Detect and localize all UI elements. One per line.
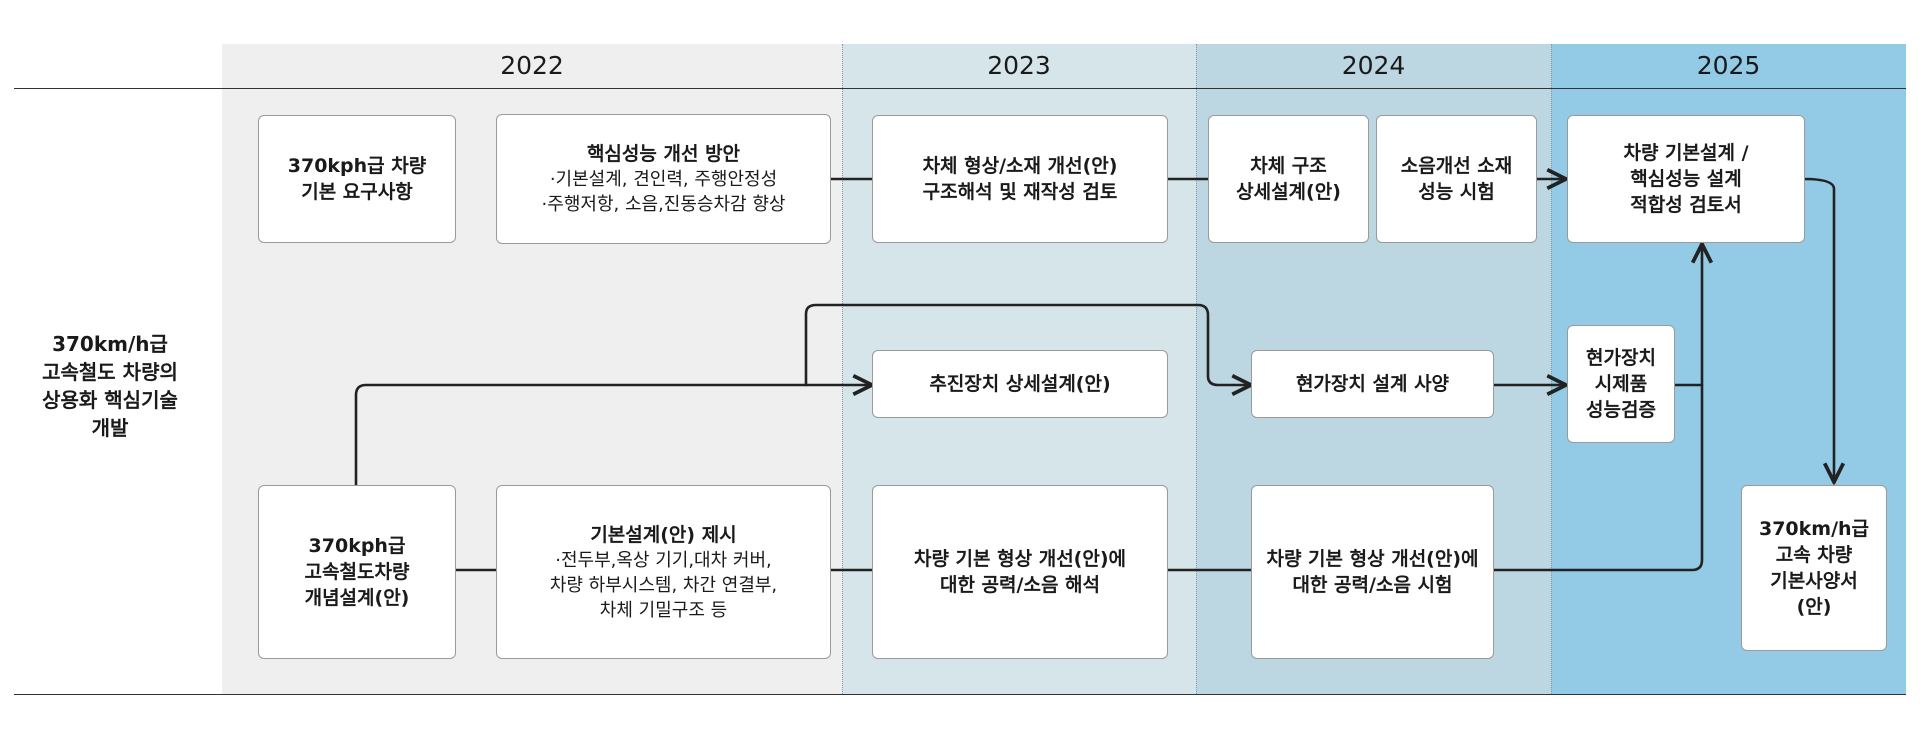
header-divider-line xyxy=(14,88,1906,89)
box-line: 차량 기본 형상 개선(안)에 xyxy=(913,548,1126,570)
noise-material-box: 소음개선 소재 성능 시험 xyxy=(1376,115,1537,243)
box-line: 현가장치 xyxy=(1586,347,1656,369)
column-divider xyxy=(842,44,843,694)
year-header-2025: 2025 xyxy=(1696,51,1761,80)
box-line: 핵심성능 설계 xyxy=(1630,168,1742,190)
box-line: (안) xyxy=(1796,596,1832,618)
box-line: 차량 기본설계 / xyxy=(1623,142,1749,164)
box-line: 현가장치 설계 사양 xyxy=(1295,373,1450,395)
requirements-box: 370kph급 차량 기본 요구사항 xyxy=(258,115,456,243)
suspension-verification-box: 현가장치 시제품 성능검증 xyxy=(1567,325,1675,443)
box-line: 대한 공력/소음 시험 xyxy=(1292,574,1453,596)
basic-design-proposal-box: 기본설계(안) 제시 ·전두부,옥상 기기,대차 커버, 차량 하부시스템, 차… xyxy=(496,485,831,659)
box-item: ·전두부,옥상 기기,대차 커버, xyxy=(555,549,772,571)
box-line: 370kph급 xyxy=(308,535,406,557)
propulsion-design-box: 추진장치 상세설계(안) xyxy=(872,350,1168,418)
box-line: 개념설계(안) xyxy=(304,587,410,609)
connector-line xyxy=(1802,177,1834,482)
box-line: 성능 시험 xyxy=(1418,181,1495,203)
row-label-line: 고속철도 차량의 xyxy=(42,360,178,384)
box-line: 고속철도차량 xyxy=(304,561,410,583)
box-line: 기본 요구사항 xyxy=(301,181,413,203)
suspension-spec-box: 현가장치 설계 사양 xyxy=(1251,350,1494,418)
bottom-divider-line xyxy=(14,694,1906,695)
final-spec-box: 370km/h급 고속 차량 기본사양서 (안) xyxy=(1741,485,1887,651)
box-line: 적합성 검토서 xyxy=(1630,194,1742,216)
basic-design-review-box: 차량 기본설계 / 핵심성능 설계 적합성 검토서 xyxy=(1567,115,1805,243)
box-line: 대한 공력/소음 해석 xyxy=(939,574,1100,596)
box-item: ·기본설계, 견인력, 주행안정성 xyxy=(549,169,778,190)
box-item: 차량 하부시스템, 차간 연결부, xyxy=(549,574,778,596)
box-item: ·주행저항, 소음,진동승차감 향상 xyxy=(541,194,786,215)
box-title: 핵심성능 개선 방안 xyxy=(586,143,741,165)
aero-noise-test-box: 차량 기본 형상 개선(안)에 대한 공력/소음 시험 xyxy=(1251,485,1494,659)
box-line: 차체 구조 xyxy=(1250,155,1327,177)
box-line: 고속 차량 xyxy=(1775,544,1853,566)
row-label-line: 개발 xyxy=(91,416,129,440)
body-structure-box: 차체 구조 상세설계(안) xyxy=(1208,115,1369,243)
box-line: 추진장치 상세설계(안) xyxy=(929,373,1111,395)
year-header-2024: 2024 xyxy=(1341,51,1406,80)
box-line: 차량 기본 형상 개선(안)에 xyxy=(1266,548,1479,570)
row-label-line: 370km/h급 xyxy=(52,332,168,356)
box-line: 성능검증 xyxy=(1586,399,1656,421)
connector-line xyxy=(354,385,872,487)
box-line: 370kph급 차량 xyxy=(287,155,427,177)
year-header-2023: 2023 xyxy=(987,51,1051,80)
row-label-line: 상용화 핵심기술 xyxy=(42,388,178,412)
core-performance-box: 핵심성능 개선 방안 ·기본설계, 견인력, 주행안정성 ·주행저항, 소음,진… xyxy=(496,114,831,244)
row-label: 370km/h급 고속철도 차량의 상용화 핵심기술 개발 xyxy=(20,330,200,442)
box-line: 구조해석 및 재작성 검토 xyxy=(922,181,1118,203)
box-line: 차체 형상/소재 개선(안) xyxy=(922,155,1118,177)
year-header-2022: 2022 xyxy=(500,51,564,80)
box-line: 기본사양서 xyxy=(1770,570,1858,592)
connector-line xyxy=(1492,244,1702,572)
box-line: 시제품 xyxy=(1594,373,1648,395)
aero-noise-analysis-box: 차량 기본 형상 개선(안)에 대한 공력/소음 해석 xyxy=(872,485,1168,659)
box-line: 소음개선 소재 xyxy=(1400,155,1513,177)
box-title: 기본설계(안) 제시 xyxy=(590,523,737,546)
box-item: 차체 기밀구조 등 xyxy=(599,599,728,621)
concept-design-box: 370kph급 고속철도차량 개념설계(안) xyxy=(258,485,456,659)
box-line: 370km/h급 xyxy=(1758,518,1870,540)
connector-line xyxy=(804,303,1251,385)
column-divider xyxy=(1551,44,1552,694)
box-line: 상세설계(안) xyxy=(1236,181,1341,203)
column-divider xyxy=(1196,44,1197,694)
body-shape-box: 차체 형상/소재 개선(안) 구조해석 및 재작성 검토 xyxy=(872,115,1168,243)
